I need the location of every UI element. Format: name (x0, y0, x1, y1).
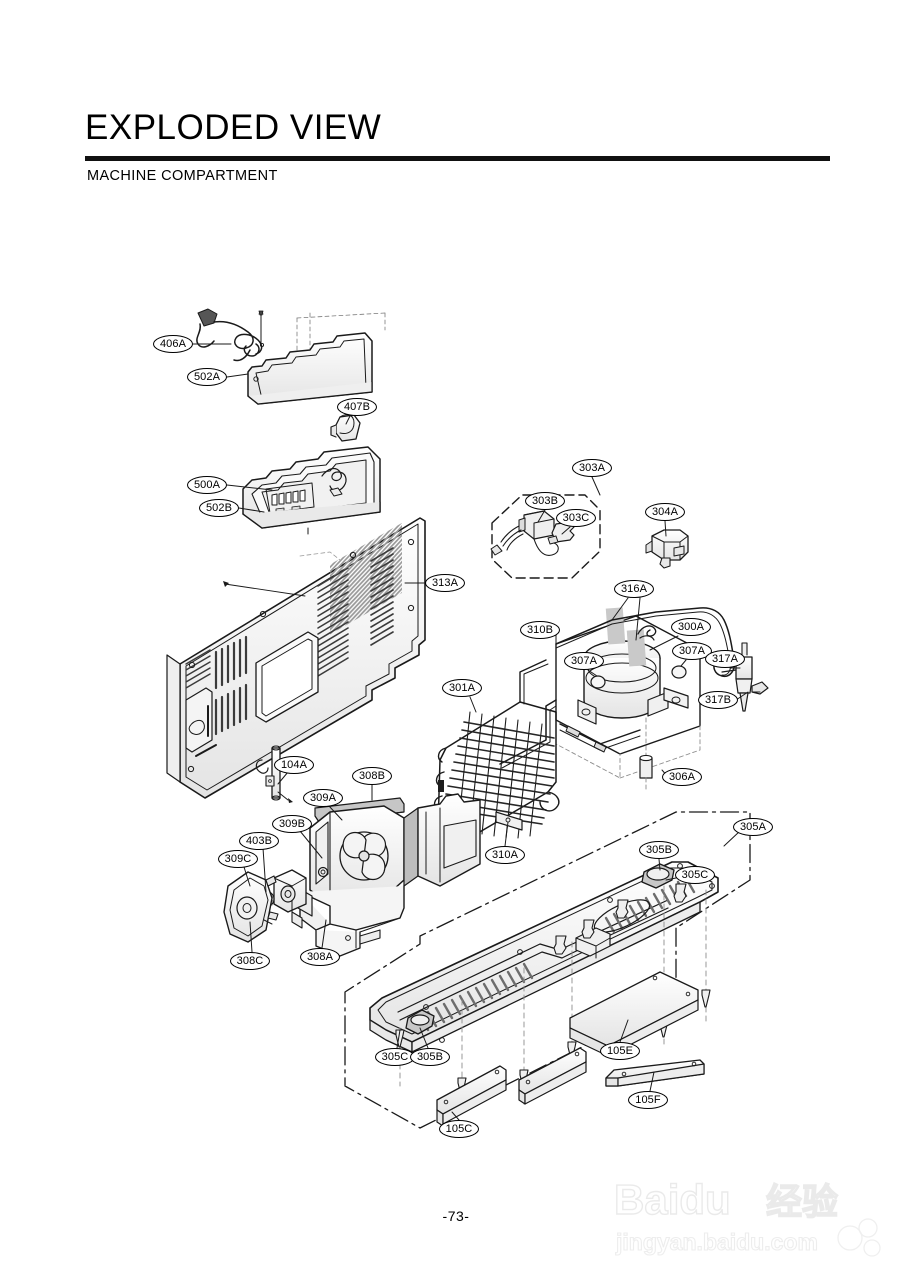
part-machine-room-cover (247, 310, 386, 405)
callout-317b[interactable]: 317B (698, 691, 738, 709)
callout-313a[interactable]: 313A (425, 574, 465, 592)
callout-306a[interactable]: 306A (662, 768, 702, 786)
callout-309b[interactable]: 309B (272, 815, 312, 833)
part-leg-bracket-rear (518, 1047, 587, 1105)
callout-105e[interactable]: 105E (600, 1042, 640, 1060)
callout-303b[interactable]: 303B (525, 492, 565, 510)
part-overload-protector (645, 529, 689, 569)
callout-309c[interactable]: 309C (218, 850, 258, 868)
part-leg-bracket-upper (569, 971, 699, 1057)
page-number: -73- (442, 1208, 470, 1224)
callout-309a[interactable]: 309A (303, 789, 343, 807)
part-capacitor (330, 404, 361, 442)
callout-303c[interactable]: 303C (556, 509, 596, 527)
callout-303a[interactable]: 303A (572, 459, 612, 477)
callout-502b[interactable]: 502B (199, 499, 239, 517)
callout-305c[interactable]: 305C (675, 866, 715, 884)
callout-105c[interactable]: 105C (439, 1120, 479, 1138)
callout-500a[interactable]: 500A (187, 476, 227, 494)
part-leg-bracket-front (605, 1059, 705, 1087)
part-base-plate-assembly (344, 811, 751, 1129)
callout-305b[interactable]: 305B (639, 841, 679, 859)
callout-307a[interactable]: 307A (564, 652, 604, 670)
callout-300a[interactable]: 300A (671, 618, 711, 636)
callout-304a[interactable]: 304A (645, 503, 685, 521)
callout-305a[interactable]: 305A (733, 818, 773, 836)
part-fan-motor-group (223, 869, 307, 943)
part-back-cover-panel (166, 517, 426, 799)
callout-310b[interactable]: 310B (520, 621, 560, 639)
callout-407b[interactable]: 407B (337, 398, 377, 416)
callout-308b[interactable]: 308B (352, 767, 392, 785)
part-fan-assembly (297, 793, 481, 957)
callout-317a[interactable]: 317A (705, 650, 745, 668)
callout-301a[interactable]: 301A (442, 679, 482, 697)
part-power-cord (196, 308, 263, 362)
callout-305c[interactable]: 305C (375, 1048, 415, 1066)
title-divider (85, 156, 830, 161)
callout-104a[interactable]: 104A (274, 756, 314, 774)
callout-316a[interactable]: 316A (614, 580, 654, 598)
callout-403b[interactable]: 403B (239, 832, 279, 850)
callout-305b[interactable]: 305B (410, 1048, 450, 1066)
part-leg-bracket-side (436, 1065, 507, 1127)
part-relay-assembly (490, 494, 601, 579)
callout-502a[interactable]: 502A (187, 368, 227, 386)
callout-310a[interactable]: 310A (485, 846, 525, 864)
callout-105f[interactable]: 105F (628, 1091, 668, 1109)
page-title: EXPLODED VIEW (85, 108, 382, 147)
callout-308c[interactable]: 308C (230, 952, 270, 970)
page-subtitle: MACHINE COMPARTMENT (87, 168, 278, 184)
callout-leader-lines (192, 343, 749, 1121)
part-control-box-base (242, 446, 381, 535)
callout-308a[interactable]: 308A (300, 948, 340, 966)
callout-406a[interactable]: 406A (153, 335, 193, 353)
